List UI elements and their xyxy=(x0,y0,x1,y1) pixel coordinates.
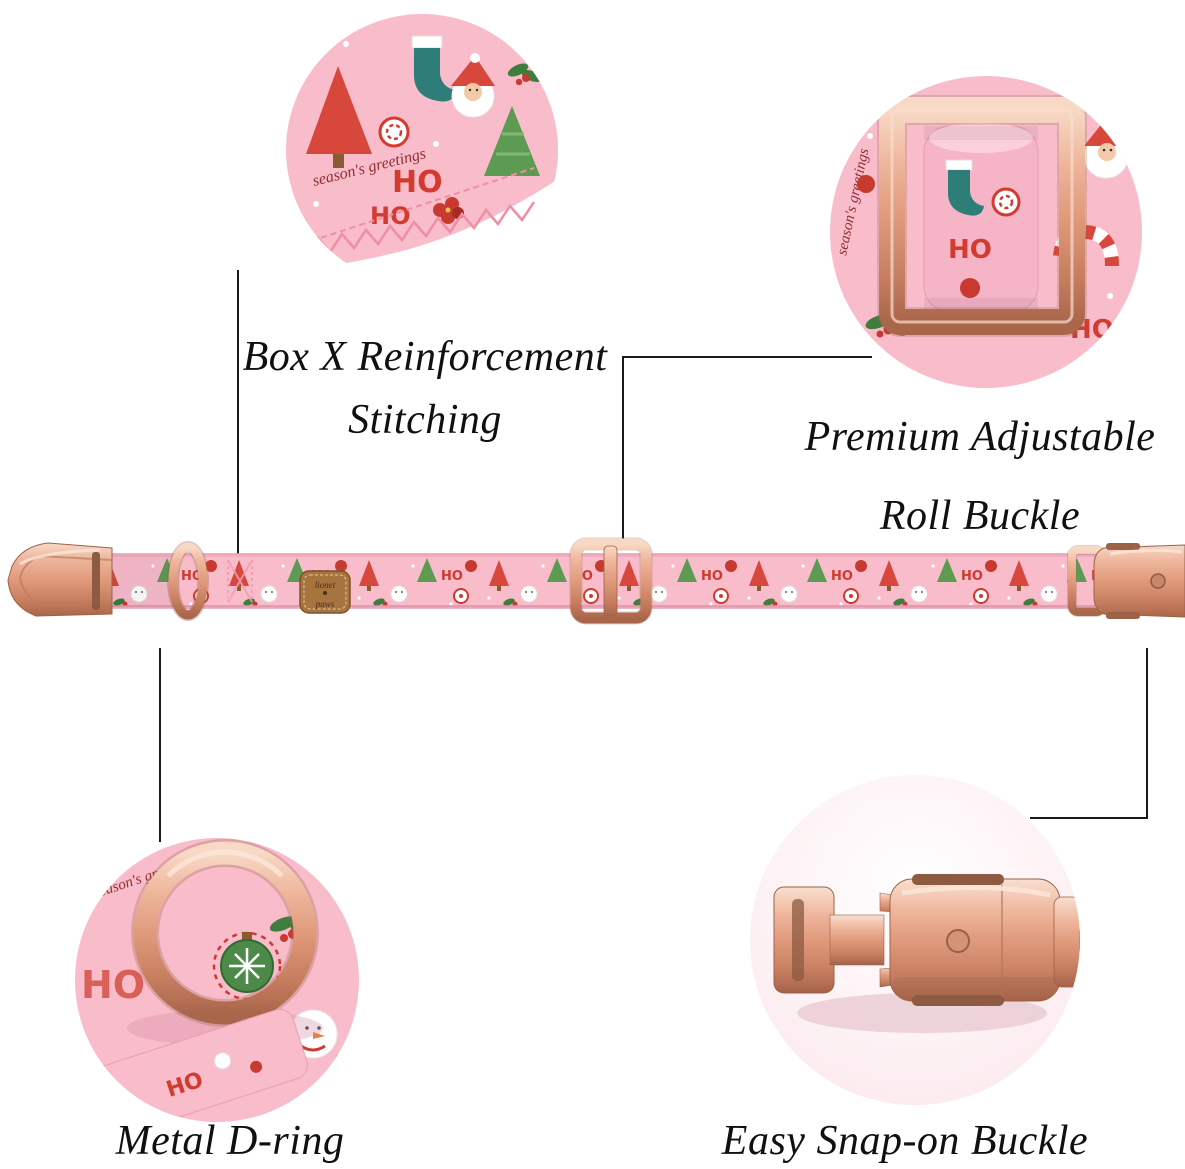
connector-line-snap-h xyxy=(1030,817,1148,819)
connector-line-rollbuckle-h xyxy=(622,356,872,358)
label-roll-buckle: Premium Adjustable Roll Buckle xyxy=(780,398,1180,556)
box-x-stitching xyxy=(227,559,253,603)
christmas-tree-icon xyxy=(306,66,372,168)
stocking-icon xyxy=(411,35,456,102)
label-box-x-stitching: Box X Reinforcement Stitching xyxy=(200,326,650,452)
label-metal-d-ring: Metal D-ring xyxy=(115,1118,345,1164)
inset-stitching: season's greetings HO HO xyxy=(286,14,558,286)
d-ring xyxy=(167,541,209,621)
d-ring-closeup xyxy=(127,839,323,1046)
ornament-dot xyxy=(960,278,980,298)
ho-text: HO xyxy=(392,165,443,200)
brand-tag: lionet paws xyxy=(299,570,351,614)
connector-line-stitching xyxy=(237,270,239,558)
rolled-fabric: HO xyxy=(923,123,1039,313)
peppermint-icon xyxy=(991,187,1021,217)
roll-buckle-frame xyxy=(877,95,1087,337)
label-roll-line2: Roll Buckle xyxy=(879,492,1081,539)
inset-d-ring: season's greetings HO xyxy=(75,838,359,1122)
paw-icon xyxy=(323,591,327,595)
poinsettia-icon xyxy=(433,197,464,224)
collar: HO lionet paws xyxy=(7,537,1185,625)
ornament-dot xyxy=(857,175,875,193)
santa-icon xyxy=(451,53,495,118)
serge-stitching xyxy=(301,167,536,257)
svg-text:lionet: lionet xyxy=(315,580,336,590)
label-box-x-line1: Box X Reinforcement xyxy=(242,334,608,380)
label-snap-buckle: Easy Snap-on Buckle xyxy=(721,1118,1089,1164)
side-release-buckle-male xyxy=(7,542,113,617)
roll-buckle-slider xyxy=(569,537,653,625)
green-tree-icon xyxy=(484,106,540,176)
label-box-x-line2: Stitching xyxy=(348,397,502,443)
snap-buckle-closeup xyxy=(773,874,1080,1033)
collar-strap xyxy=(94,553,1096,609)
fabric-swatch xyxy=(286,14,558,272)
ho-text: HO xyxy=(948,235,992,265)
ornament-icon xyxy=(212,931,282,1001)
snow-dot xyxy=(214,1052,232,1070)
inset-roll-buckle: season's greetings HO xyxy=(830,76,1142,388)
connector-line-snap-v xyxy=(1146,648,1148,819)
ho-text: HO xyxy=(81,963,145,1007)
peppermint-icon xyxy=(378,116,410,148)
connector-line-rollbuckle-v xyxy=(622,356,624,546)
ornament-dot xyxy=(250,1060,263,1073)
stocking-icon xyxy=(945,159,984,216)
svg-text:paws: paws xyxy=(315,599,335,609)
side-release-buckle-female xyxy=(1093,543,1185,619)
label-roll-line1: Premium Adjustable xyxy=(804,414,1156,460)
inset-snap-buckle xyxy=(750,775,1080,1105)
connector-line-dring xyxy=(159,648,161,842)
